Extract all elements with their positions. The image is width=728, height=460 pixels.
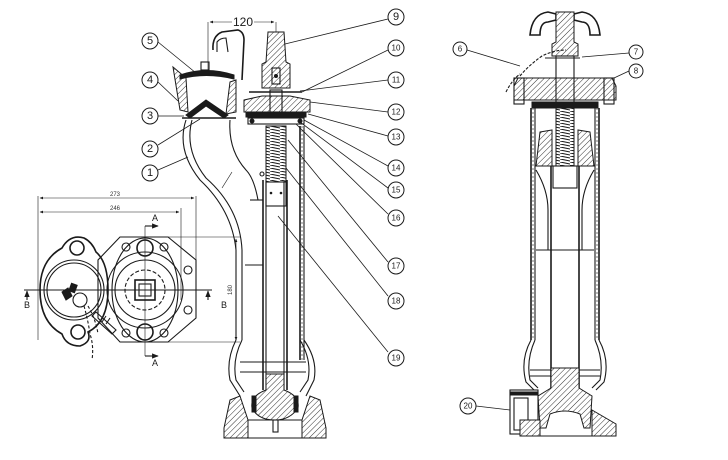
callout-16: 16: [295, 123, 405, 227]
callout-number: 18: [392, 297, 401, 306]
callout-group-front: 6 7 8 20: [452, 41, 644, 415]
front-section-view: [505, 11, 617, 437]
callout-number: 16: [392, 214, 401, 223]
callout-number: 5: [147, 35, 153, 47]
plan-view: 273 246 180: [24, 192, 240, 368]
callout-6: 6: [452, 41, 521, 67]
callout-7: 7: [581, 44, 644, 60]
callout-number: 9: [393, 11, 399, 23]
callout-1: 1: [141, 156, 189, 182]
callout-group-right: 9 10 11 12 13 14 15: [277, 8, 405, 367]
callout-number: 4: [147, 74, 153, 86]
callout-number: 20: [464, 402, 473, 411]
section-b-left-label: B: [24, 300, 30, 310]
callout-number: 17: [392, 262, 401, 271]
callout-number: 10: [392, 44, 401, 53]
callout-number: 2: [147, 143, 153, 155]
section-b-right-label: B: [221, 300, 227, 310]
callout-number: 19: [392, 354, 401, 363]
callout-number: 6: [458, 45, 463, 54]
dimension-120-label: 120: [233, 15, 253, 29]
callout-8: 8: [613, 63, 644, 79]
callout-11: 11: [299, 71, 405, 92]
callout-10: 10: [301, 39, 405, 93]
callout-number: 13: [392, 133, 401, 142]
callout-4: 4: [141, 71, 179, 102]
callout-number: 7: [634, 48, 639, 57]
callout-group-left: 5 4 3 2 1: [141, 32, 201, 182]
dimension-273-label: 273: [110, 192, 121, 198]
callout-number: 8: [634, 67, 639, 76]
callout-2: 2: [141, 118, 201, 158]
callout-number: 11: [392, 76, 401, 85]
callout-9: 9: [284, 8, 405, 45]
callout-5: 5: [141, 32, 197, 74]
callout-3: 3: [141, 107, 184, 125]
callout-20: 20: [459, 397, 511, 415]
dimension-246-label: 246: [110, 206, 121, 212]
callout-number: 1: [147, 167, 153, 179]
callout-13: 13: [307, 113, 405, 146]
side-section-view: 120: [172, 15, 327, 439]
callout-18: 18: [285, 167, 405, 310]
section-a-top-label: A: [152, 213, 158, 223]
callout-number: 14: [392, 164, 401, 173]
callout-number: 12: [392, 108, 401, 117]
callout-12: 12: [309, 101, 405, 121]
callout-number: 3: [147, 110, 153, 122]
section-a-bottom-label: A: [152, 358, 158, 368]
dimension-180-label: 180: [228, 284, 234, 295]
callout-number: 15: [392, 186, 401, 195]
callout-15: 15: [299, 121, 405, 199]
callout-19: 19: [277, 215, 405, 367]
callout-14: 14: [303, 119, 405, 177]
dimension-120: 120: [207, 15, 277, 75]
callout-17: 17: [287, 139, 405, 275]
